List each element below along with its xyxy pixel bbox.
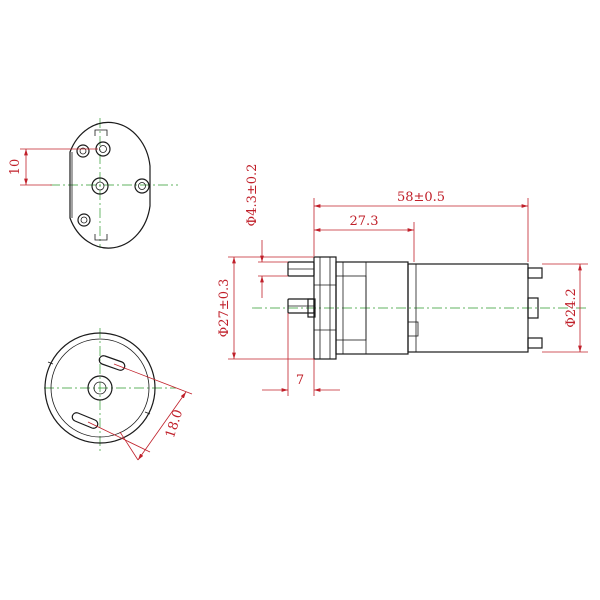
motor-diameter-label: Φ24.2 [564,288,579,328]
pump-diameter-label: Φ27±0.3 [217,279,232,338]
end-view-bottom: 18.0 [44,328,193,461]
side-view: 58±0.5 27.3 Φ4.3±0.2 Φ27±0.3 Φ24.2 7 [217,164,588,396]
body-length-label: 27.3 [350,214,379,229]
overall-length-label: 58±0.5 [397,190,445,205]
outlet-diameter-label: Φ4.3±0.2 [245,164,260,227]
mount-offset-label: 10 [8,159,23,176]
outlet-length-label: 7 [296,373,304,388]
hole-spacing-label: 18.0 [163,408,186,440]
end-view-top: 10 [8,118,178,249]
